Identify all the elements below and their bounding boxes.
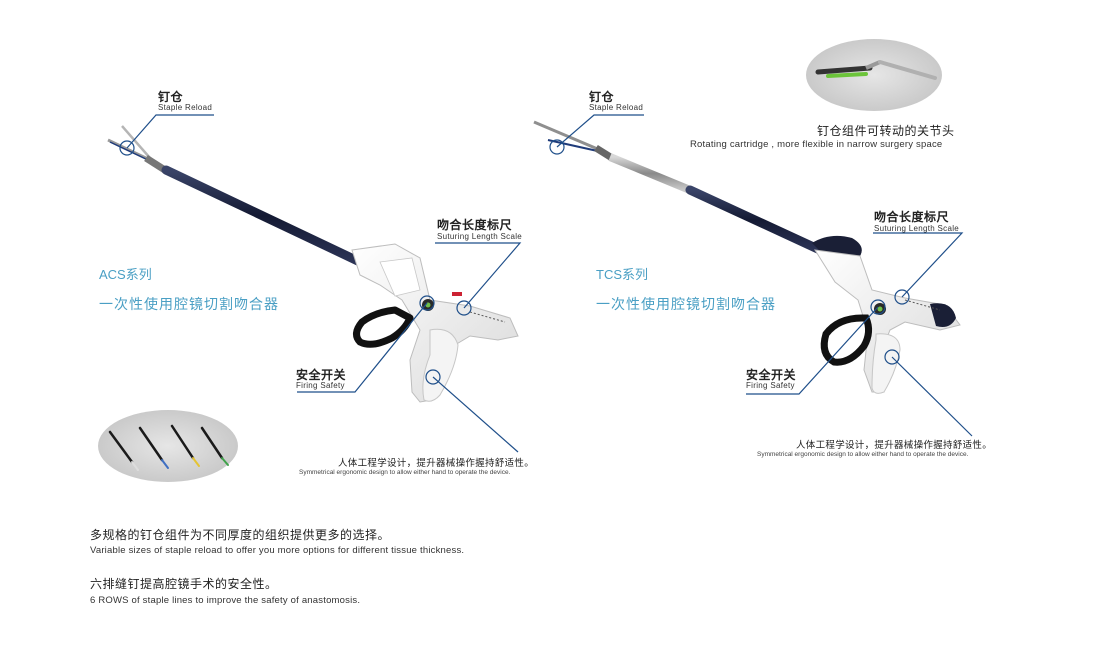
tcs-safety-label: 安全开关 [746, 368, 797, 382]
acs-safety-label: 安全开关 [296, 368, 347, 382]
reload-sizes-ellipse [98, 410, 238, 482]
tcs-ergonomic-note: 人体工程学设计，提升器械操作握持舒适性。 [796, 440, 993, 451]
tcs-reload-label: 钉仓 [589, 90, 615, 104]
feature-1-en: Variable sizes of staple reload to offer… [90, 545, 465, 556]
tcs-series-desc: 一次性使用腔镜切割吻合器 [596, 296, 776, 312]
acs-reload-label-en: Staple Reload [158, 103, 213, 112]
tcs-ergonomic-note-en: Symmetrical ergonomic design to allow ei… [757, 451, 969, 458]
tcs-rotating-label-en: Rotating cartridge , more flexible in na… [690, 139, 943, 150]
tcs-stapler-image [533, 120, 961, 394]
tcs-reload-label-en: Staple Reload [589, 103, 644, 112]
acs-ergonomic-note-en: Symmetrical ergonomic design to allow ei… [299, 469, 511, 476]
acs-callout-lines [119, 114, 522, 453]
acs-series-desc: 一次性使用腔镜切割吻合器 [99, 296, 279, 312]
tcs-series-name: TCS系列 [596, 267, 649, 282]
acs-scale-label-en: Suturing Length Scale [437, 232, 523, 241]
feature-2-zh: 六排缝钉提高腔镜手术的安全性。 [90, 577, 278, 591]
tcs-rotating-label: 钉仓组件可转动的关节头 [817, 124, 955, 138]
acs-stapler-image [107, 125, 519, 403]
feature-1-zh: 多规格的钉仓组件为不同厚度的组织提供更多的选择。 [90, 528, 391, 542]
acs-scale-label: 吻合长度标尺 [437, 218, 513, 232]
acs-ergonomic-note: 人体工程学设计，提升器械操作握持舒适性。 [338, 458, 535, 469]
acs-series-name: ACS系列 [99, 267, 152, 282]
tcs-safety-label-en: Firing Safety [746, 381, 795, 390]
rotating-cartridge-ellipse [806, 39, 942, 111]
tcs-scale-label: 吻合长度标尺 [874, 210, 950, 224]
tcs-callout-lines [549, 114, 973, 437]
tcs-scale-label-en: Suturing Length Scale [874, 224, 960, 233]
acs-reload-label: 钉仓 [158, 90, 184, 104]
acs-safety-label-en: Firing Safety [296, 381, 345, 390]
feature-2-en: 6 ROWS of staple lines to improve the sa… [90, 595, 361, 606]
